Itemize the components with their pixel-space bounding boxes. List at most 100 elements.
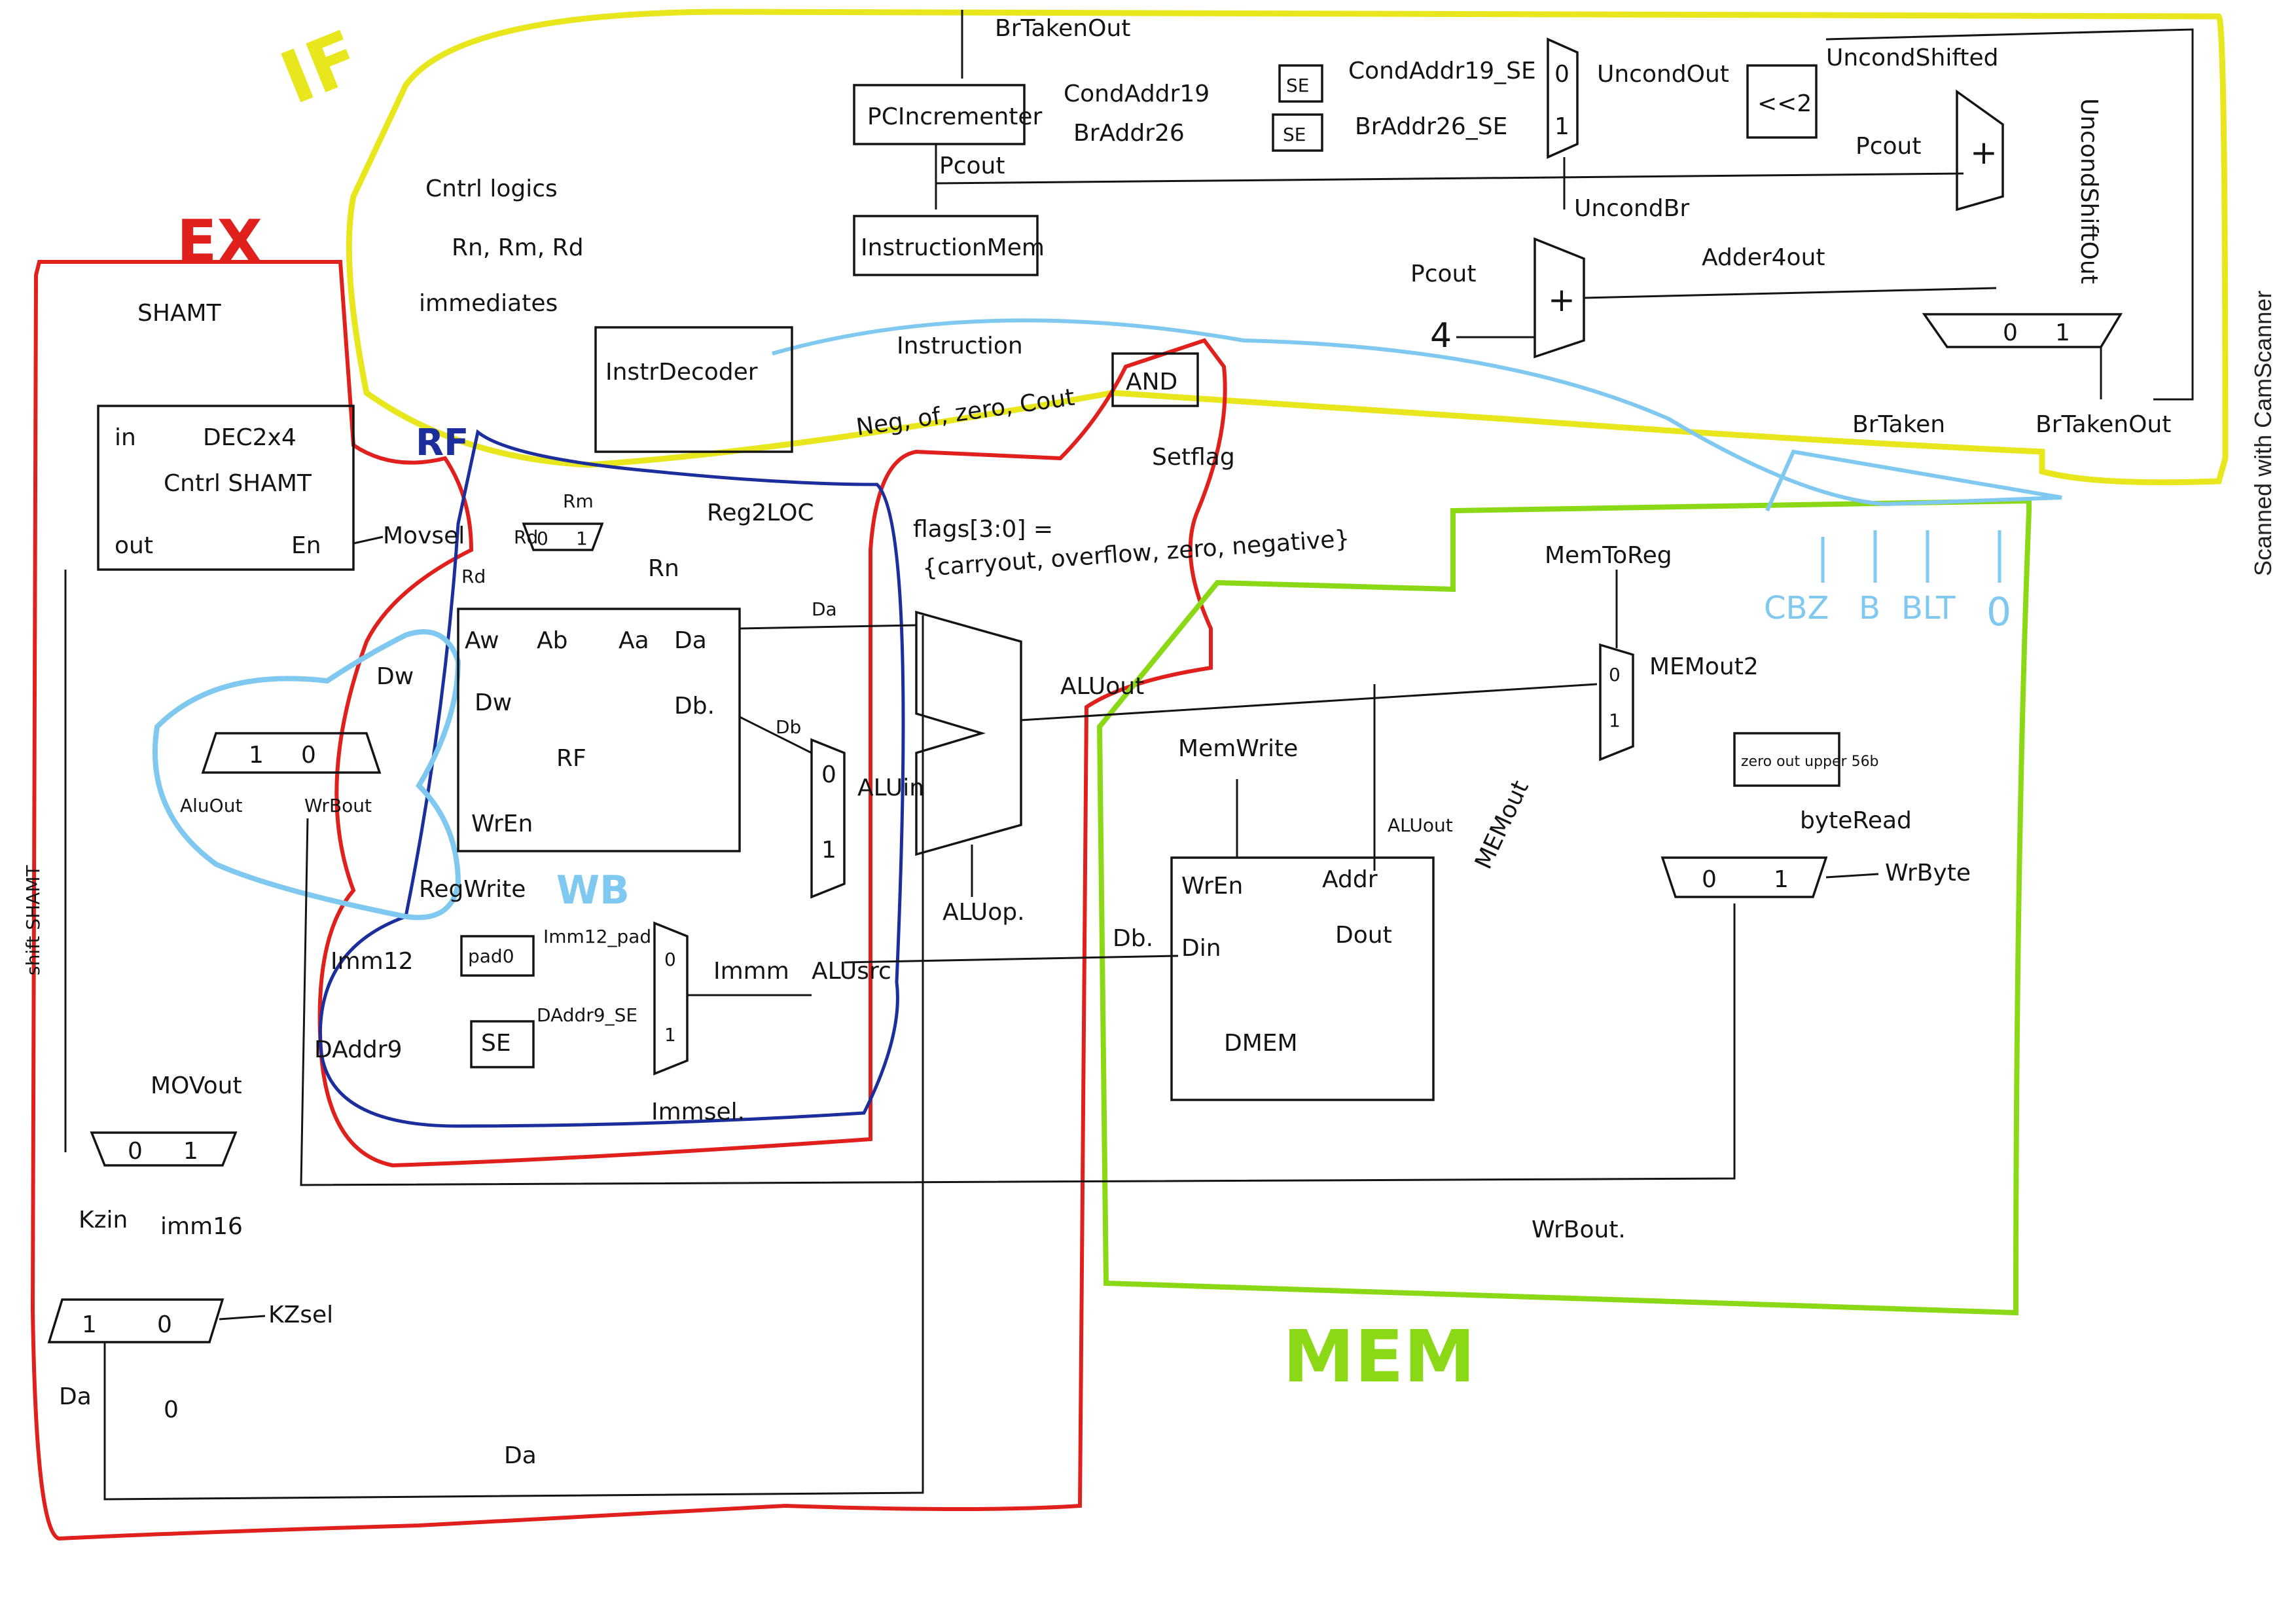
zero-bottom-label: 0 [164, 1396, 179, 1423]
alusrc-mux-0: 0 [821, 761, 836, 788]
byte-mux-0: 0 [1702, 866, 1717, 893]
kz-mux [47, 1298, 224, 1343]
dmem-db-in: Db. [1113, 925, 1153, 952]
pad0-label: pad0 [468, 945, 514, 967]
cond-addr19-label: CondAddr19 [1064, 81, 1210, 107]
daddr9-label: DAddr9 [314, 1036, 403, 1063]
immsel-label: Immsel. [651, 1099, 745, 1125]
mem-out-label: MEMout [1470, 776, 1534, 873]
se-box-2-label: SE [1283, 124, 1306, 145]
dmem-wren: WrEn [1181, 873, 1243, 900]
instr-decoder-box [594, 326, 793, 453]
rf-aw: Aw [465, 627, 499, 654]
imm16-label: imm16 [160, 1213, 243, 1240]
wb-wr-b-out-label: WrBout [304, 795, 372, 816]
mem-to-reg-mux-0: 0 [1609, 664, 1621, 685]
shift-shamt-label: shift SHAMT [22, 865, 44, 976]
branch-control-outline [772, 318, 2062, 512]
cond-addr19-se-label: CondAddr19_SE [1348, 58, 1536, 84]
kzsel-wire [219, 1315, 266, 1321]
pc-out-label: Pcout [939, 153, 1005, 179]
movsel-label: Movsel [383, 522, 465, 549]
byte-read-label: byteRead [1800, 807, 1912, 834]
and-gate-label: AND [1126, 369, 1177, 395]
immediates-label: immediates [419, 290, 558, 317]
regwrite-label: RegWrite [419, 876, 526, 903]
br-addr26-label: BrAddr26 [1073, 120, 1185, 147]
and-gate-box [1111, 352, 1199, 407]
pcout3-label: Pcout [1410, 261, 1476, 287]
rn-label: Rn [648, 555, 679, 582]
reg2loc-mux-1: 1 [576, 528, 588, 549]
decoder-in-label: in [115, 424, 136, 451]
decoder-ctrl-label: Cntrl SHAMT [164, 470, 312, 497]
imm-mux-0: 0 [664, 949, 676, 970]
br-addr26-se-label: BrAddr26_SE [1355, 113, 1507, 140]
mem-stage-label: MEM [1283, 1315, 1475, 1398]
rn-rm-rd-label: Rn, Rm, Rd [452, 234, 584, 261]
instr-mem-box [853, 215, 1039, 276]
flags-line-label: Neg, of, zero, Cout [855, 384, 1077, 441]
wr-byte-label: WrByte [1885, 860, 1971, 886]
dmem-dout: Dout [1335, 922, 1392, 949]
da-wire-label: Da [504, 1442, 537, 1469]
adder-1 [1956, 89, 2004, 211]
mov-mux [90, 1131, 238, 1167]
adder4-out-label: Adder4out [1702, 244, 1825, 271]
wb-mux-0: 0 [301, 742, 316, 769]
blt-label: BLT [1901, 590, 1956, 627]
uncond-out-label: UncondOut [1597, 61, 1729, 88]
rf-da-wire-label: Da [812, 598, 837, 620]
da-out-wire [739, 624, 917, 630]
cntrl-logics-label: Cntrl logics [425, 175, 558, 202]
br-taken-out-label: BrTakenOut [2036, 411, 2171, 438]
watermark: Scanned with CamScanner [2250, 291, 2276, 576]
adder-2 [1534, 237, 1585, 359]
imm-mux [653, 921, 689, 1076]
instr-mem-label: InstructionMem [861, 234, 1045, 261]
db-out-wire [739, 716, 812, 754]
ex-stage-label: EX [177, 208, 262, 276]
dmem-name: DMEM [1224, 1030, 1298, 1057]
zero-branch-label: 0 [1986, 589, 2011, 635]
mov-out-label: MOVout [151, 1072, 242, 1099]
dmem-din: Din [1181, 935, 1221, 962]
zero-out-box [1733, 732, 1840, 787]
uncond-shift-out-label: UncondShiftOut [2075, 98, 2102, 284]
rf-stage-label: RF [416, 422, 469, 464]
decoder-name-label: DEC2x4 [203, 424, 296, 451]
immm-label: Immm [713, 958, 789, 985]
mem-to-reg-label: MemToReg [1545, 542, 1672, 569]
rf-db-out-label: Db [776, 716, 801, 738]
if-stage-outline [346, 9, 2229, 486]
rf-name: RF [556, 745, 586, 772]
wb-mux [201, 732, 382, 774]
adder-1-plus: + [1970, 134, 1998, 172]
b-label: B [1859, 590, 1880, 627]
adder-2-plus: + [1548, 281, 1575, 319]
rf-da: Da [674, 627, 707, 654]
mem-to-reg-mux [1599, 643, 1634, 761]
instr-decoder-label: InstrDecoder [605, 359, 758, 386]
uncond-mux [1547, 37, 1579, 159]
pc-incrementer-label: PCIncrementer [867, 103, 1043, 130]
rf-ab: Ab [537, 627, 567, 654]
se-box-2 [1272, 113, 1323, 152]
wr-byte-wire [1825, 873, 1879, 879]
rm-label: Rm [563, 490, 594, 512]
kzsel-label: KZsel [268, 1302, 333, 1328]
set-flag-label: Setflag [1152, 444, 1235, 471]
rf-db: Db. [674, 693, 715, 720]
zero-out-label: zero out upper 56b [1741, 754, 1879, 770]
wb-mux-1: 1 [249, 742, 264, 769]
pc-incrementer-box [853, 84, 1026, 145]
mov-mux-1: 1 [183, 1138, 198, 1165]
br-taken-label: BrTaken [1852, 411, 1945, 438]
dmem-addr: Addr [1322, 866, 1378, 893]
uncond-br-label: UncondBr [1574, 195, 1689, 222]
dw-ext-label: Dw [376, 663, 414, 690]
alu-out-wire [1020, 683, 1598, 721]
decoder-out-label: out [115, 532, 153, 559]
wr-b-out-mem-label: WrBout. [1532, 1216, 1626, 1243]
